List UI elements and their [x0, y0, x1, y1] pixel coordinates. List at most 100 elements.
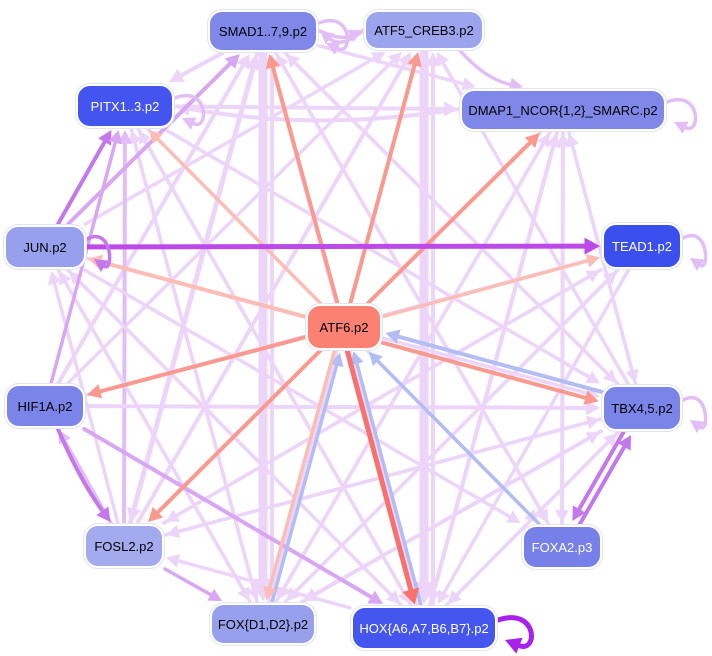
edge-JUN-TEAD1-arrowhead: [584, 237, 600, 255]
edge-HIF1A-ATF5-arrowhead: [387, 52, 402, 66]
graph-node-ATF5[interactable]: ATF5_CREB3.p2: [364, 10, 484, 50]
edge-TBX-FOXA2-arrowhead: [572, 505, 586, 522]
graph-node-JUN[interactable]: JUN.p2: [4, 225, 86, 269]
edge-ATF6-FOSL2-arrowhead: [148, 507, 164, 522]
edge-ATF5-SMAD: [328, 28, 365, 44]
edge-ATF6-FOSL2: [155, 349, 322, 515]
edge-HIF1A-HOX-arrowhead: [367, 590, 384, 604]
edge-JUN-FOX-arrowhead: [237, 586, 250, 601]
edge-DMAP1-TBX: [567, 130, 634, 373]
edge-HIF1A-ATF5: [66, 59, 395, 385]
graph-node-DMAP1[interactable]: DMAP1_NCOR{1,2}_SMARC.p2: [460, 89, 666, 131]
edge-TBX-FOSL2-arrowhead: [166, 524, 181, 539]
edge-DMAP1-FOX-arrowhead: [276, 586, 289, 601]
edge-HIF1A-TBX: [84, 404, 589, 410]
graph-node-HIF1A[interactable]: HIF1A.p2: [5, 384, 85, 428]
edge-HOX-FOSL2-arrowhead: [166, 554, 181, 568]
edge-ATF6-TEAD1: [381, 259, 590, 319]
edge-SMAD-DMAP1-arrowhead: [461, 77, 476, 91]
edge-SMAD-DMAP1: [317, 43, 465, 86]
edge-HIF1A-FOSL2-arrowhead: [96, 506, 111, 522]
edge-FOSL2-FOX: [163, 567, 213, 597]
edge-FOSL2-JUN: [52, 281, 120, 525]
edge-loop-HOX-arrowhead: [505, 637, 523, 654]
graph-node-TEAD1[interactable]: TEAD1.p2: [602, 223, 682, 269]
edge-JUN-FOXA2-arrowhead: [506, 510, 521, 523]
edge-ATF6-ATF5-arrowhead: [407, 52, 422, 68]
graph-node-FOSL2[interactable]: FOSL2.p2: [84, 524, 164, 568]
edge-TBX-FOX-arrowhead: [303, 587, 320, 601]
edge-JUN-HOX: [66, 268, 393, 597]
graph-node-SMAD[interactable]: SMAD1..7,9.p2: [208, 10, 318, 52]
edge-SMAD-PITX-arrowhead: [169, 68, 185, 82]
edge-SMAD-TBX: [283, 51, 610, 376]
edge-ATF6-ATF5: [348, 63, 417, 305]
edge-JUN-FOX: [56, 268, 245, 592]
edge-ATF6-SMAD: [270, 65, 340, 305]
edge-loop-DMAP1: [665, 98, 698, 131]
edge-ATF6-TBX: [379, 340, 588, 400]
edge-JUN-SMAD-arrowhead: [224, 54, 240, 69]
edge-TBX-ATF6-arrowhead: [385, 329, 401, 344]
edge-JUN-ATF5-arrowhead: [370, 52, 386, 65]
edge-ATF5-DMAP1-arrowhead: [508, 77, 524, 92]
graph-node-ATF6[interactable]: ATF6.p2: [306, 304, 382, 350]
edge-ATF6-JUN: [99, 260, 307, 319]
edge-TBX-ATF6: [396, 334, 605, 395]
edge-JUN-FOXA2: [82, 268, 512, 519]
edge-SMAD-PITX: [179, 51, 225, 78]
edge-TBX-HOX-arrowhead: [447, 589, 462, 604]
edge-HIF1A-PITX-arrowhead: [108, 130, 122, 145]
edge-FOXA2-TBX: [576, 444, 627, 528]
edge-FOSL2-PITX: [122, 141, 127, 525]
edge-FOSL2-TEAD1-arrowhead: [585, 270, 600, 283]
edge-FOSL2-TEAD1: [161, 275, 591, 525]
edge-ATF5-DMAP1: [458, 49, 513, 87]
edge-JUN-PITX-arrowhead: [98, 130, 112, 146]
edge-PITX-FOX: [129, 127, 256, 591]
edge-HIF1A-TBX-arrowhead: [586, 400, 600, 416]
edge-SMAD-FOXA2-arrowhead: [535, 508, 549, 523]
edge-PITX-HOX: [136, 127, 406, 595]
edge-loop-HOX: [495, 615, 534, 649]
edge-ATF6-HIF1A-arrowhead: [87, 384, 103, 399]
edge-loop-TBX-arrowhead: [690, 420, 705, 433]
edge-ATF6-TEAD1-arrowhead: [585, 254, 600, 268]
edge-FOXA2-ATF6-arrowhead: [368, 352, 383, 367]
edge-PITX-TBX-arrowhead: [585, 371, 600, 384]
edge-ATF6-FOX: [268, 348, 337, 590]
edge-TBX-ATF5-arrowhead: [436, 52, 450, 67]
edge-HIF1A-FOSL2: [55, 427, 105, 513]
edge-loop-TEAD1: [681, 234, 708, 268]
edge-JUN-HOX-arrowhead: [386, 589, 401, 604]
edge-loop-TEAD1-arrowhead: [690, 258, 705, 271]
edge-ATF6-SMAD-arrowhead: [265, 54, 281, 70]
graph-node-FOXA2[interactable]: FOXA2.p3: [522, 525, 602, 569]
edge-FOSL2-ATF5: [135, 61, 407, 525]
edge-DMAP1-TBX-arrowhead: [625, 368, 639, 383]
graph-node-TBX[interactable]: TBX4,5.p2: [602, 385, 682, 431]
edge-FOX-ATF6: [270, 363, 339, 605]
edge-ATF6-FOX-arrowhead: [263, 585, 277, 601]
edge-FOX-TEAD1: [283, 278, 610, 604]
edge-FOX-ATF6-arrowhead: [330, 352, 344, 368]
edge-ATF6-HOX-arrowhead: [402, 587, 419, 605]
edge-loop-PITX: [173, 94, 206, 127]
edge-HOX-ATF5-arrowhead: [425, 52, 441, 66]
graph-node-HOX[interactable]: HOX{A6,A7,B6,B7}.p2: [351, 606, 497, 650]
edge-JUN-PITX: [56, 140, 107, 226]
edge-SMAD-FOXA2: [273, 51, 544, 514]
edge-FOSL2-ATF5-arrowhead: [397, 52, 412, 68]
graph-node-FOX[interactable]: FOX{D1,D2}.p2: [210, 603, 316, 645]
graph-node-PITX[interactable]: PITX1..3.p2: [76, 84, 174, 128]
edge-loop-JUN: [85, 235, 112, 269]
edge-PITX-DMAP1: [173, 104, 447, 111]
edge-FOXA2-ATF6: [376, 359, 541, 526]
edge-DMAP1-FOXA2-arrowhead: [555, 510, 569, 523]
edge-ATF6-DMAP1: [366, 140, 532, 305]
edge-loop-PITX-arrowhead: [182, 117, 197, 130]
edge-DMAP1-FOX: [281, 130, 552, 592]
edge-loop-SMAD: [317, 19, 350, 52]
edge-loop-SMAD-arrowhead: [326, 42, 341, 55]
